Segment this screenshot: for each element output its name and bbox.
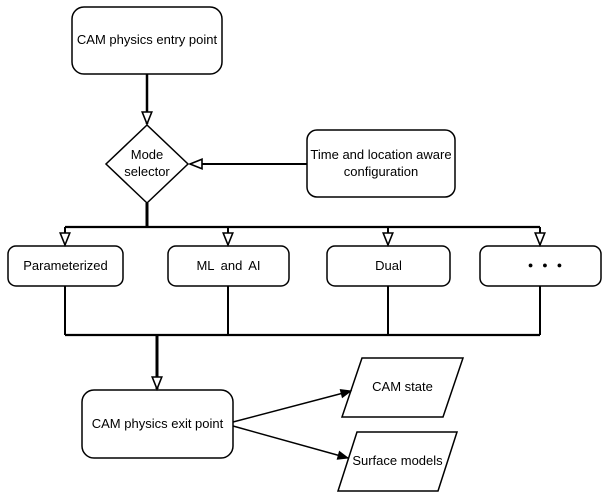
entry-node-shape <box>71 6 223 75</box>
dual-node-shape <box>326 245 451 287</box>
ml-and-ai-node-shape <box>167 245 290 287</box>
edge-exit-to-cam-state <box>232 389 353 423</box>
cam-state-parallelogram-shape <box>340 357 465 418</box>
mode-selector-diamond-shape <box>104 123 190 205</box>
surface-models-parallelogram-shape <box>336 431 459 492</box>
exit-node-shape <box>81 389 234 459</box>
config-node-shape <box>306 129 456 198</box>
parameterized-node-shape <box>7 245 124 287</box>
edge-exit-to-surface-models <box>232 425 350 460</box>
more-modes-node-shape <box>479 245 602 287</box>
